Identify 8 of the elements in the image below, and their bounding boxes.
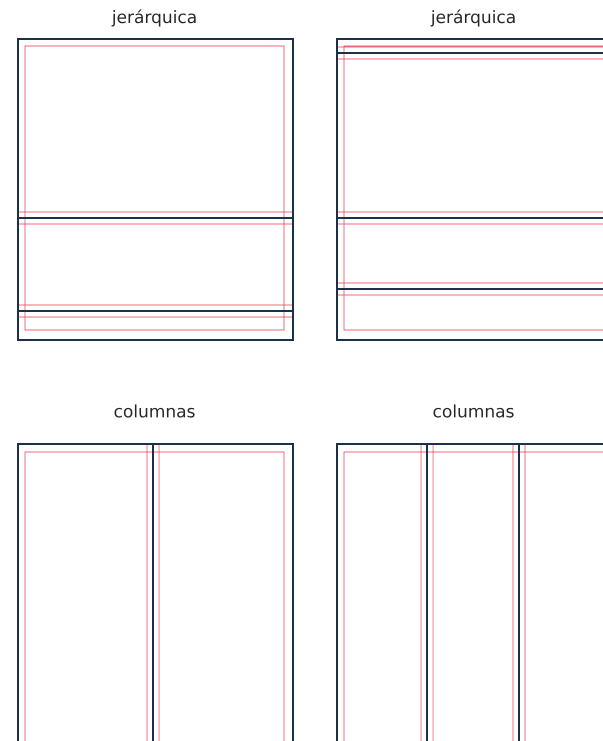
node-label: jerárquica (112, 9, 196, 27)
node-label: columnas (114, 404, 195, 418)
node-label: columnas (434, 404, 514, 418)
page-grid-drawing: jerárquica (16, 9, 294, 341)
page-grid-drawing: columnas (336, 404, 603, 741)
node-label: jerárquica (430, 9, 515, 27)
page-grid-drawing: jerárquica (336, 9, 603, 341)
page-grid-drawing: columnas (17, 404, 294, 741)
